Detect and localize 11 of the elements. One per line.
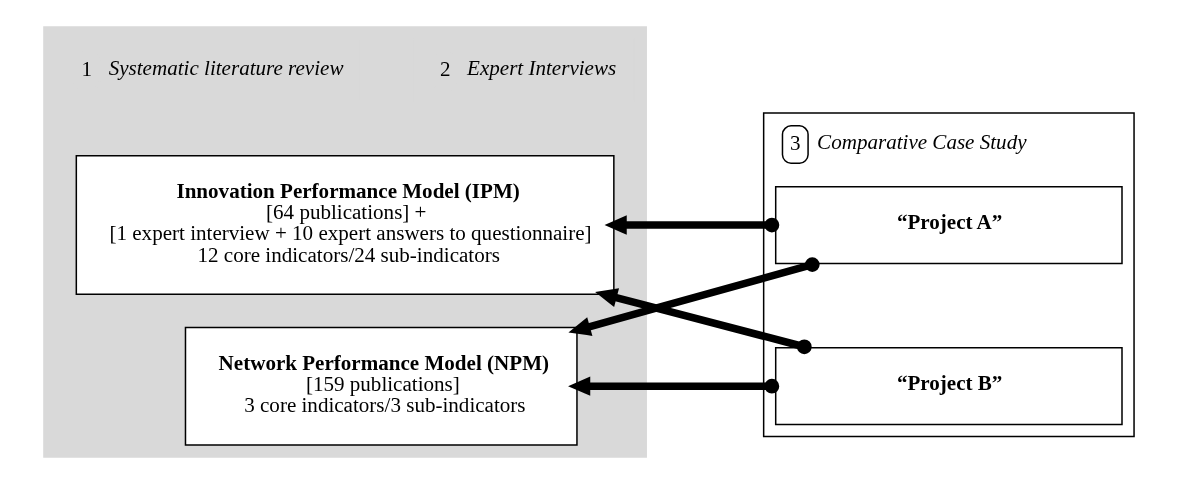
node-box: “Project B” [774, 346, 1123, 425]
cluster [43, 25, 647, 458]
node-text: 1 Systematic literature review [81, 55, 344, 81]
node-box: Innovation Performance Model (IPM) [64 publications] + [1 expert interview + 10 expert answers to questionnaire] 12 core indicators/24 sub-indicators [75, 154, 615, 295]
node-box: Network Performance Model (NPM) [159 publications] 3 core indicators/3 sub-indicators [184, 326, 578, 446]
arrow [595, 287, 812, 354]
node-box: “Project A” [774, 185, 1123, 264]
arrow [604, 214, 780, 235]
node-text: 2 Expert Interviews [439, 55, 617, 81]
arrow [568, 256, 820, 336]
arrow [568, 375, 780, 396]
